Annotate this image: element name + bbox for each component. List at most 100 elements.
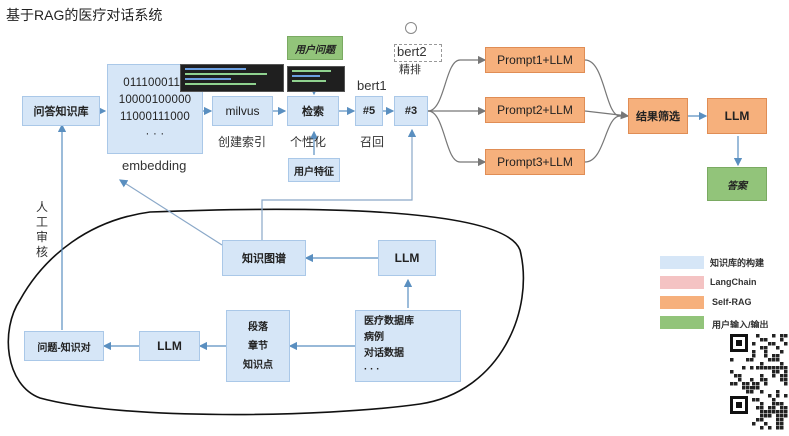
segment-item: 知识点 — [243, 359, 273, 371]
qr-module — [734, 374, 738, 378]
qr-module — [760, 374, 764, 378]
qr-module — [768, 410, 772, 414]
legend-label-io: 用户输入/输出 — [712, 320, 769, 330]
qr-module — [776, 418, 780, 422]
qr-module — [772, 366, 776, 370]
embedding-label: embedding — [122, 158, 187, 173]
user-feature-node: 用户特征 — [288, 158, 340, 182]
qr-module — [752, 350, 756, 354]
medical-db-item: · · · — [364, 364, 380, 375]
qr-module — [776, 414, 780, 418]
knowledge-graph-node: 知识图谱 — [222, 240, 306, 276]
query-screenshot-thumbnail — [287, 66, 345, 92]
recall-label: 召回 — [360, 135, 385, 149]
medical-db-item: 医疗数据库 — [364, 316, 414, 327]
embedding-row: 10000100000 — [118, 94, 192, 106]
qa-knowledge-base-node: 问答知识库 — [22, 96, 100, 126]
hand-drawn-loop — [7, 208, 525, 416]
qr-module — [780, 350, 784, 354]
qr-module — [764, 410, 768, 414]
qr-module — [752, 354, 756, 358]
qr-module — [776, 346, 780, 350]
qr-module — [772, 370, 776, 374]
qr-module — [746, 386, 750, 390]
qr-module — [768, 366, 772, 370]
search-label: 个性化 — [290, 135, 327, 149]
qr-module — [784, 370, 788, 374]
qr-module — [730, 358, 734, 362]
qr-module — [764, 382, 768, 386]
qr-module — [764, 338, 768, 342]
prompt3-llm-node: Prompt3+LLM — [485, 149, 585, 175]
medical-db-item: 病例 — [364, 332, 384, 343]
selection-handle-box[interactable] — [394, 44, 442, 62]
qr-module — [756, 382, 760, 386]
qr-module — [760, 410, 764, 414]
qr-module — [780, 414, 784, 418]
legend-swatch-kb — [660, 256, 704, 269]
prompt1-llm-node: Prompt1+LLM — [485, 47, 585, 73]
qr-code-image — [722, 328, 789, 431]
segment-item: 章节 — [248, 340, 268, 352]
qr-module — [780, 366, 784, 370]
qr-module — [746, 358, 750, 362]
qr-module — [776, 410, 780, 414]
top5-node: #5 — [355, 96, 383, 126]
qr-module — [764, 414, 768, 418]
search-node: 检索 — [287, 96, 339, 126]
qr-module — [750, 390, 754, 394]
qr-module — [750, 366, 754, 370]
final-llm-node: LLM — [707, 98, 767, 134]
qr-module — [746, 390, 750, 394]
qr-module — [768, 342, 772, 346]
legend-label-langchain: LangChain — [710, 277, 757, 287]
qr-module — [760, 414, 764, 418]
qr-module — [772, 334, 776, 338]
qr-module — [764, 366, 768, 370]
qr-module — [750, 386, 754, 390]
qr-module — [772, 406, 776, 410]
qr-module — [750, 378, 754, 382]
qr-module — [772, 374, 776, 378]
rotate-handle-icon[interactable] — [405, 22, 417, 34]
qr-module — [756, 398, 760, 402]
qr-module — [776, 426, 780, 430]
milvus-node: milvus — [212, 96, 273, 126]
qr-module — [776, 402, 780, 406]
graph-llm-node: LLM — [378, 240, 436, 276]
precise-rank-label: 精排 — [399, 64, 421, 76]
qr-module — [764, 354, 768, 358]
qr-module — [752, 342, 756, 346]
qr-module — [752, 386, 756, 390]
medical-db-item: 对话数据 — [364, 348, 404, 359]
qr-module — [780, 406, 784, 410]
qr-module — [776, 394, 780, 398]
medical-database-node: 医疗数据库 病例 对话数据 · · · — [355, 310, 461, 382]
qr-module — [764, 422, 768, 426]
qr-module — [780, 426, 784, 430]
qr-module — [742, 366, 746, 370]
qr-module — [764, 346, 768, 350]
qr-module — [768, 426, 772, 430]
qr-module — [776, 366, 780, 370]
qr-module — [756, 334, 760, 338]
qr-module — [760, 366, 764, 370]
qr-module — [772, 342, 776, 346]
embedding-row: · · · — [145, 128, 165, 140]
qr-module — [780, 378, 784, 382]
qr-module — [760, 362, 764, 366]
code-screenshot-thumbnail — [180, 64, 284, 92]
qr-module — [784, 406, 788, 410]
legend-swatch-selfrag — [660, 296, 704, 309]
qr-module — [760, 418, 764, 422]
qr-module — [780, 410, 784, 414]
qr-module — [760, 402, 764, 406]
qr-module — [752, 422, 756, 426]
qr-module — [772, 410, 776, 414]
qr-module — [760, 406, 764, 410]
qr-module — [768, 406, 772, 410]
qr-module — [784, 374, 788, 378]
qr-module — [760, 390, 764, 394]
qr-module — [776, 422, 780, 426]
qr-module — [764, 378, 768, 382]
